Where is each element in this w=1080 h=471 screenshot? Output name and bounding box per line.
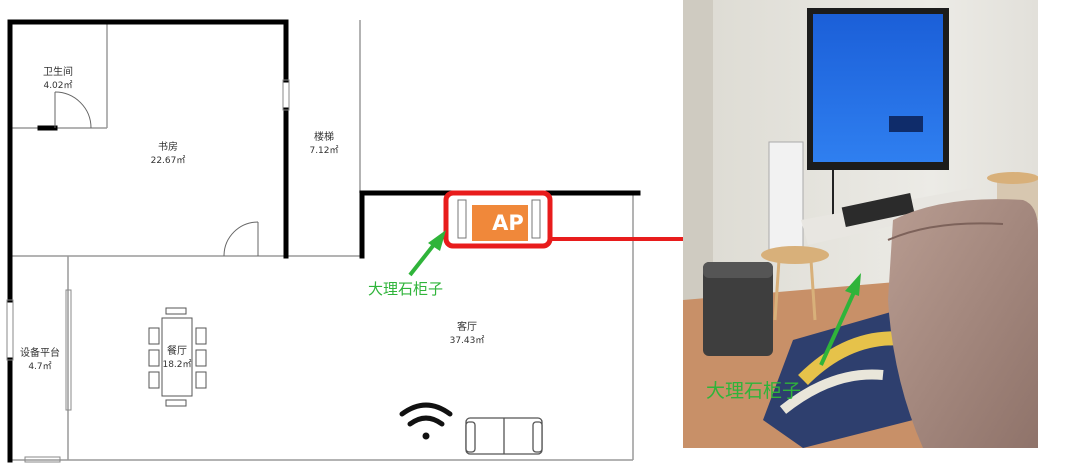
room-area: 18.2㎡ bbox=[162, 359, 192, 370]
room-dining: 餐厅 18.2㎡ bbox=[147, 345, 207, 371]
room-name: 餐厅 bbox=[167, 346, 187, 357]
ap-box bbox=[443, 190, 553, 249]
ap-label: AP bbox=[492, 211, 524, 235]
tv bbox=[807, 8, 949, 170]
dining-table-icon bbox=[148, 307, 207, 407]
room-study: 书房 22.67㎡ bbox=[138, 141, 198, 167]
room-area: 4.02㎡ bbox=[43, 80, 73, 91]
room-stairs: 楼梯 7.12㎡ bbox=[296, 131, 352, 157]
room-area: 22.67㎡ bbox=[150, 155, 186, 166]
room-area: 4.7㎡ bbox=[28, 361, 52, 372]
photo-cabinet-label: 大理石柜子 bbox=[706, 380, 802, 402]
plan-annotation-arrow bbox=[408, 230, 446, 277]
room-living: 客厅 37.43㎡ bbox=[432, 321, 502, 347]
room-name: 楼梯 bbox=[314, 132, 334, 143]
room-equipment: 设备平台 4.7㎡ bbox=[12, 347, 68, 373]
sofa bbox=[887, 199, 1038, 448]
plan-cabinet-label: 大理石柜子 bbox=[368, 280, 444, 298]
room-name: 卫生间 bbox=[43, 67, 73, 78]
room-area: 37.43㎡ bbox=[449, 335, 485, 346]
door-icon bbox=[54, 91, 259, 257]
room-name: 书房 bbox=[158, 142, 178, 153]
side-table bbox=[761, 246, 829, 321]
room-photo bbox=[683, 0, 1038, 448]
trash-bin bbox=[703, 262, 773, 356]
room-area: 7.12㎡ bbox=[309, 145, 339, 156]
room-name: 设备平台 bbox=[20, 348, 60, 359]
room-bathroom: 卫生间 4.02㎡ bbox=[30, 66, 86, 92]
wifi-icon bbox=[399, 402, 453, 440]
sofa-icon bbox=[465, 417, 543, 455]
room-name: 客厅 bbox=[457, 322, 477, 333]
